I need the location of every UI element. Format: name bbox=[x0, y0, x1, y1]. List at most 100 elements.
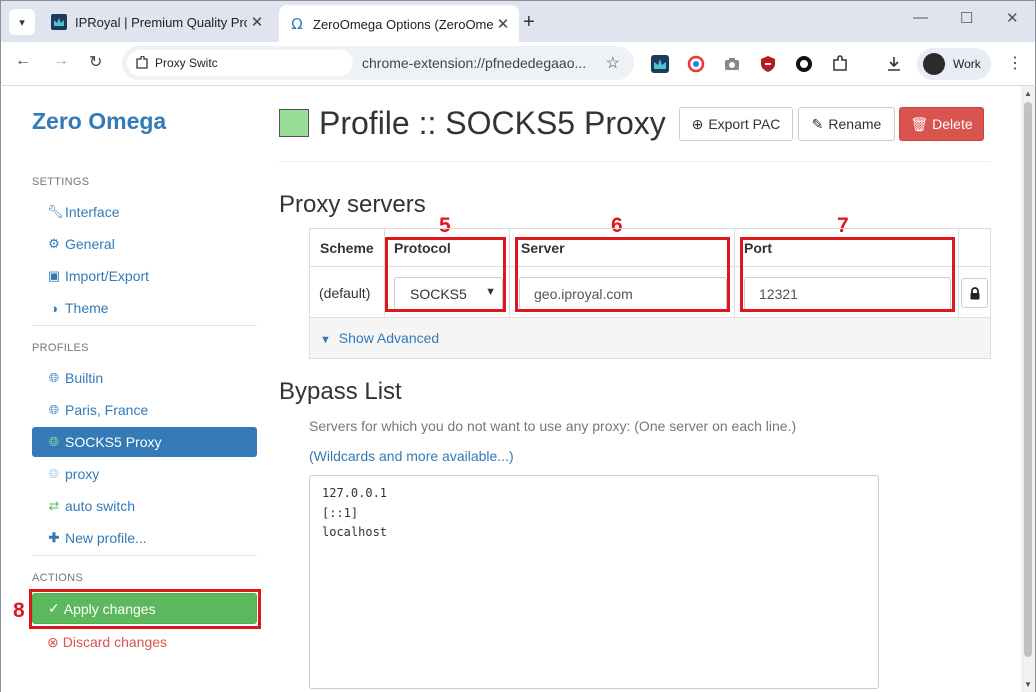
camera-extension-icon[interactable] bbox=[723, 55, 741, 73]
advanced-row: ▼ Show Advanced bbox=[310, 318, 990, 358]
extensions-puzzle-icon[interactable] bbox=[831, 55, 849, 73]
annotation-box-protocol bbox=[385, 237, 506, 312]
bypass-list-textarea[interactable]: 127.0.0.1 [::1] localhost bbox=[309, 475, 879, 689]
sidebar-item-interface[interactable]: 🔧︎ Interface bbox=[32, 197, 257, 227]
color-picker-extension-icon[interactable] bbox=[687, 55, 705, 73]
column-divider bbox=[958, 229, 959, 318]
annotation-box-apply bbox=[29, 589, 261, 629]
sidebar-item-socks5-proxy[interactable]: 🌐︎ SOCKS5 Proxy bbox=[32, 427, 257, 457]
download-icon[interactable] bbox=[885, 55, 903, 73]
server-input[interactable]: geo.iproyal.com bbox=[519, 277, 727, 310]
proxy-servers-heading: Proxy servers bbox=[279, 191, 426, 218]
maximize-icon[interactable]: ☐ bbox=[960, 10, 974, 27]
annotation-box-server bbox=[515, 237, 730, 312]
sidebar-item-label: auto switch bbox=[65, 498, 136, 514]
reload-icon[interactable]: ↻ bbox=[89, 54, 103, 71]
bypass-entry: localhost bbox=[322, 525, 388, 539]
browser-tab-zeroomega[interactable]: Ω ZeroOmega Options (ZeroOmega) ✕ bbox=[279, 5, 519, 43]
show-advanced-link[interactable]: ▼ Show Advanced bbox=[320, 330, 439, 346]
sidebar-item-label: Theme bbox=[65, 300, 109, 316]
sidebar-item-label: Import/Export bbox=[65, 268, 150, 284]
iproyal-extension-icon[interactable] bbox=[651, 55, 669, 73]
forward-arrow-icon[interactable]: → bbox=[53, 52, 69, 69]
delete-button[interactable]: 🗑︎ Delete bbox=[899, 107, 984, 141]
chevron-down-icon: ▼ bbox=[485, 286, 496, 298]
address-bar[interactable]: Proxy Switc chrome-extension://pfnededeg… bbox=[122, 46, 634, 80]
sidebar-item-proxy[interactable]: 🌐︎ proxy bbox=[32, 459, 257, 489]
kebab-menu-icon[interactable]: ⋮ bbox=[1007, 55, 1023, 72]
apply-changes-label: Apply changes bbox=[63, 600, 156, 617]
divider bbox=[279, 161, 991, 162]
sidebar-item-label: Interface bbox=[65, 204, 120, 220]
lock-icon bbox=[970, 286, 979, 299]
scroll-thumb[interactable] bbox=[1024, 102, 1032, 657]
proxy-servers-table: Scheme Protocol Server Port (default) SO… bbox=[309, 228, 991, 359]
omega-favicon-icon: Ω bbox=[291, 16, 302, 32]
column-divider bbox=[509, 229, 510, 318]
export-pac-button[interactable]: ⊕ Export PAC bbox=[679, 107, 793, 141]
protocol-value: SOCKS5 bbox=[410, 285, 467, 302]
rename-button[interactable]: ✎ Rename bbox=[798, 107, 895, 141]
scroll-down-arrow-icon[interactable]: ▼ bbox=[1024, 680, 1032, 689]
sidebar-item-auto-switch[interactable]: ⇄ auto switch bbox=[32, 491, 257, 521]
divider bbox=[32, 555, 257, 556]
globe-icon: 🌐︎ bbox=[48, 466, 60, 481]
site-chip-label: Proxy Switc bbox=[155, 56, 218, 70]
profile-color-swatch[interactable] bbox=[279, 109, 309, 137]
sidebar-item-label: Paris, France bbox=[65, 402, 149, 418]
download-circle-icon: ⊕ bbox=[691, 115, 704, 132]
browser-tab-strip: ▾ IPRoyal | Premium Quality Proxies ✕ Ω … bbox=[0, 0, 1036, 43]
close-tab-icon[interactable]: ✕ bbox=[496, 16, 510, 33]
wrench-icon: 🔧︎ bbox=[47, 204, 64, 219]
delete-label: Delete bbox=[932, 116, 973, 132]
table-header-row: Scheme Protocol Server Port bbox=[310, 229, 990, 267]
bypass-help-text: Servers for which you do not want to use… bbox=[309, 418, 797, 434]
circle-extension-icon[interactable] bbox=[795, 55, 813, 73]
column-header-protocol: Protocol bbox=[394, 240, 451, 256]
options-page: Zero Omega SETTINGS 🔧︎ Interface ⚙ Gener… bbox=[0, 86, 1036, 692]
url-text: chrome-extension://pfnededegaao... bbox=[362, 55, 587, 71]
shield-extension-icon[interactable] bbox=[759, 55, 777, 73]
port-value: 12321 bbox=[759, 285, 798, 302]
extension-puzzle-icon bbox=[136, 56, 148, 69]
tab-search-button[interactable]: ▾ bbox=[9, 9, 35, 35]
annotation-box-port bbox=[740, 237, 955, 312]
chevron-down-icon: ▾ bbox=[19, 16, 25, 29]
site-chip[interactable]: Proxy Switc bbox=[127, 50, 353, 76]
contrast-icon: ◑ bbox=[50, 300, 58, 316]
bookmark-star-icon[interactable]: ☆ bbox=[605, 55, 620, 72]
minimize-icon[interactable]: — bbox=[913, 9, 928, 26]
annotation-number-protocol: 5 bbox=[439, 214, 451, 237]
sidebar-item-paris-france[interactable]: 🌐︎ Paris, France bbox=[32, 395, 257, 425]
sidebar-item-builtin[interactable]: 🌐︎ Builtin bbox=[32, 363, 257, 393]
rename-label: Rename bbox=[828, 116, 882, 132]
brand-title[interactable]: Zero Omega bbox=[32, 108, 167, 134]
new-tab-button[interactable]: + bbox=[523, 11, 535, 33]
sidebar-item-label: SOCKS5 Proxy bbox=[65, 434, 162, 450]
sidebar-item-label: New profile... bbox=[65, 530, 147, 546]
sidebar-item-import-export[interactable]: ▣ Import/Export bbox=[32, 261, 257, 291]
page-title: Profile :: SOCKS5 Proxy bbox=[319, 105, 666, 141]
column-divider bbox=[734, 229, 735, 318]
sidebar-item-general[interactable]: ⚙ General bbox=[32, 229, 257, 259]
back-arrow-icon[interactable]: ← bbox=[15, 52, 31, 69]
close-tab-icon[interactable]: ✕ bbox=[250, 14, 264, 31]
sidebar-item-new-profile[interactable]: ✚ New profile... bbox=[32, 523, 257, 553]
column-header-server: Server bbox=[521, 240, 565, 256]
sidebar-item-theme[interactable]: ◑ Theme bbox=[32, 293, 257, 323]
wildcards-link[interactable]: (Wildcards and more available...) bbox=[309, 448, 514, 464]
port-input[interactable]: 12321 bbox=[744, 277, 951, 310]
browser-tab-iproyal[interactable]: IPRoyal | Premium Quality Proxies ✕ bbox=[41, 7, 273, 37]
auth-lock-button[interactable] bbox=[961, 278, 988, 308]
column-header-scheme: Scheme bbox=[320, 240, 374, 256]
page-scrollbar[interactable]: ▲ ▼ bbox=[1021, 86, 1035, 692]
settings-header: SETTINGS bbox=[32, 176, 90, 188]
window-close-icon[interactable]: ✕ bbox=[1006, 10, 1019, 27]
discard-changes-button[interactable]: ⊗ Discard changes bbox=[32, 628, 257, 656]
scroll-up-arrow-icon[interactable]: ▲ bbox=[1024, 89, 1032, 98]
protocol-select[interactable]: SOCKS5 ▼ bbox=[394, 277, 503, 310]
apply-changes-button[interactable]: ✓ Apply changes bbox=[32, 593, 257, 624]
sidebar: Zero Omega SETTINGS 🔧︎ Interface ⚙ Gener… bbox=[1, 86, 271, 692]
export-pac-label: Export PAC bbox=[708, 116, 781, 132]
profile-button[interactable]: Work bbox=[917, 48, 991, 80]
